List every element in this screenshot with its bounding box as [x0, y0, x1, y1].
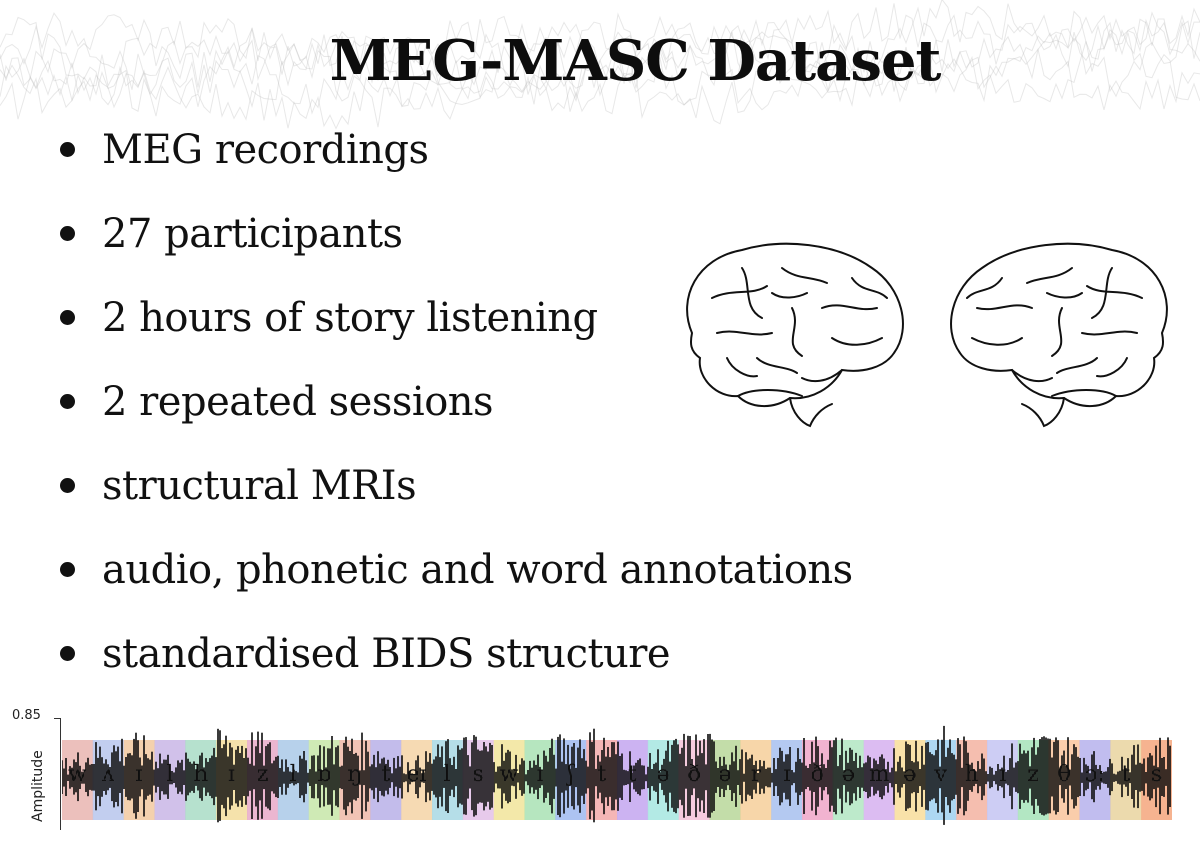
- amplitude-tick-label: 0.85: [12, 708, 41, 723]
- bullet-dot-icon: [60, 562, 75, 577]
- bullet-dot-icon: [60, 646, 75, 661]
- bullet-item: MEG recordings: [60, 120, 853, 204]
- brain-illustrations: [686, 242, 1168, 428]
- phoneme-label: h: [964, 762, 979, 787]
- phoneme-label: s: [472, 762, 484, 787]
- brain-left-icon: [686, 242, 904, 428]
- phoneme-label: ɪ: [536, 762, 544, 787]
- phoneme-label: ð: [810, 762, 825, 787]
- phoneme-label: ɒ: [317, 762, 332, 787]
- phoneme-label: t: [381, 762, 391, 787]
- bullet-dot-icon: [60, 310, 75, 325]
- phoneme-label: r: [750, 762, 762, 787]
- header-wave-line: [0, 0, 1200, 129]
- phoneme-label: ə: [903, 762, 917, 787]
- phoneme-label: l: [289, 762, 297, 787]
- phoneme-label: w: [499, 762, 519, 787]
- bullet-item: standardised BIDS structure: [60, 624, 853, 708]
- bullet-item: audio, phonetic and word annotations: [60, 540, 853, 624]
- phoneme-label: w: [67, 762, 87, 787]
- bullet-item: 2 repeated sessions: [60, 372, 853, 456]
- bullet-dot-icon: [60, 142, 75, 157]
- header-wave-line: [0, 3, 1200, 130]
- bullet-dot-icon: [60, 226, 75, 241]
- phoneme-label: ɪ: [228, 762, 236, 787]
- phoneme-label: ə: [718, 762, 732, 787]
- phoneme-label: eɪ: [406, 762, 427, 787]
- bullet-item: 2 hours of story listening: [60, 288, 853, 372]
- phoneme-label: θ: [1057, 762, 1071, 787]
- phoneme-label: s: [1150, 762, 1163, 787]
- phoneme-label: ɪ: [783, 762, 791, 787]
- phoneme-label: l: [166, 762, 174, 787]
- phoneme-label: l: [443, 762, 451, 787]
- phoneme-label: h: [193, 762, 208, 787]
- phoneme-label: t: [627, 762, 637, 787]
- header-wave-line: [0, 3, 1200, 121]
- bullet-dot-icon: [60, 394, 75, 409]
- slide-title: MEG-MASC Dataset: [329, 28, 942, 94]
- brain-right-icon: [950, 242, 1168, 428]
- phoneme-label: ʃ: [567, 762, 574, 787]
- waveform-plot: [62, 725, 1172, 825]
- phoneme-label: ə: [656, 762, 670, 787]
- phoneme-label: z: [256, 762, 269, 787]
- phoneme-label: v: [934, 762, 948, 787]
- header-wave-line: [0, 7, 1200, 120]
- phoneme-label: ð: [687, 762, 701, 787]
- phoneme-label: ŋ: [347, 762, 362, 787]
- phoneme-label: ɪ: [998, 762, 1006, 787]
- phoneme-label: m: [868, 762, 890, 787]
- amplitude-axis: [60, 718, 61, 830]
- amplitude-axis-label: Amplitude: [30, 750, 46, 822]
- bullet-dot-icon: [60, 478, 75, 493]
- phoneme-label: t: [1121, 762, 1131, 787]
- amplitude-axis-tick: [54, 718, 61, 719]
- bullet-item: 27 participants: [60, 204, 853, 288]
- header-wave-line: [0, 9, 1200, 117]
- phoneme-label: ʌ: [102, 762, 115, 787]
- bullet-item: structural MRIs: [60, 456, 853, 540]
- phoneme-label: z: [1027, 762, 1040, 787]
- header-wave-texture: [0, 0, 1200, 130]
- phoneme-label: ɪ: [135, 762, 143, 787]
- header-wave-line: [0, 10, 1200, 128]
- phoneme-label: t: [597, 762, 607, 787]
- phoneme-label: ə: [841, 762, 855, 787]
- phoneme-label: ɔː: [1085, 762, 1105, 787]
- bullet-list: MEG recordings 27 participants 2 hours o…: [60, 120, 853, 708]
